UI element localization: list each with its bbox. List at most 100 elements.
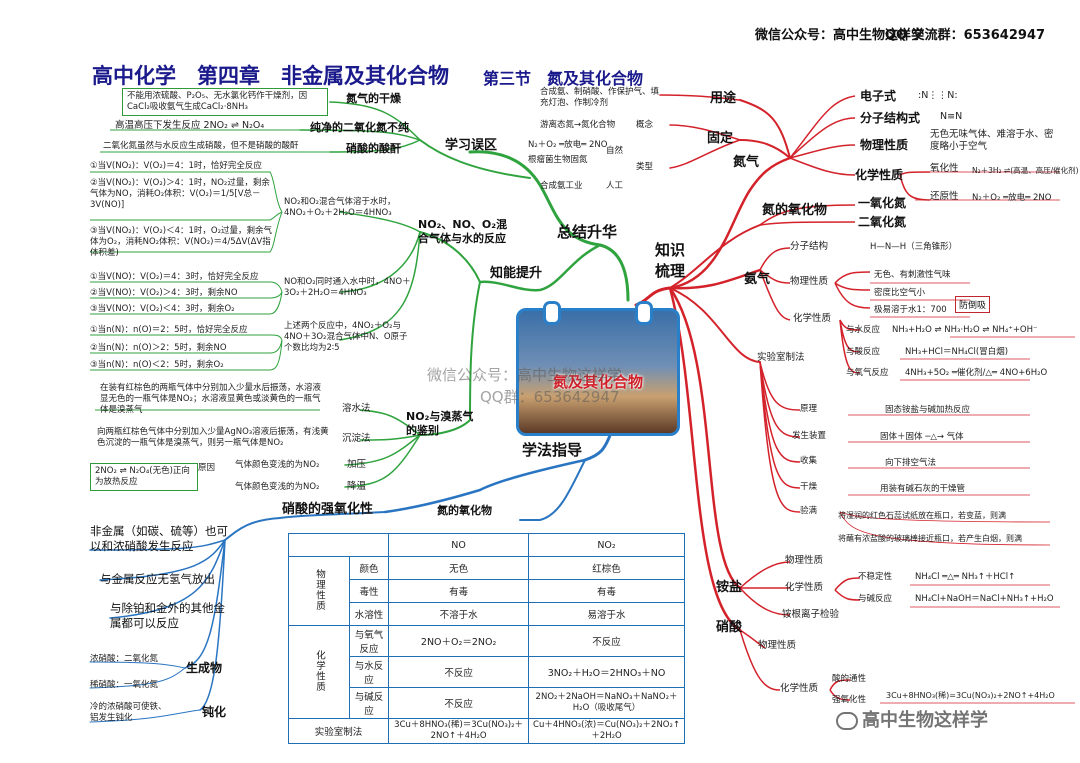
note-cooling: 气体颜色变浅的为NO₂	[235, 482, 320, 492]
group-physical: 物理性质	[314, 568, 325, 611]
node-nitrogen-gas: 氮气	[733, 155, 760, 170]
label-oxidizing: 氧化性	[930, 163, 959, 174]
table-row: 实验室制法 3Cu＋8HNO₃(稀)＝3Cu(NO₃)₂＋2NO↑＋4H₂O C…	[287, 718, 685, 744]
label-instability: 不稳定性	[858, 572, 893, 582]
item-c1: ①当n(N)：n(O)＝2：5时，恰好完全反应	[90, 325, 248, 335]
label-with-base: 与碱反应	[858, 594, 893, 604]
value-dry: 用装有碱石灰的干燥管	[880, 484, 966, 494]
col-head-no2: NO₂	[528, 533, 685, 557]
note-artificial: 合成氨工业	[540, 181, 583, 191]
page-title: 高中化学 第四章 非金属及其化合物	[92, 64, 449, 88]
lab-apparatus: 发生装置	[792, 431, 827, 441]
fact-no-hydrogen: 与金属反应无氢气放出	[100, 572, 215, 586]
row-key: 毒性	[348, 579, 390, 603]
node-mix-gas: NO₂、NO、O₂混合气体与水的反应	[418, 218, 508, 245]
row-key: 与氧气反应	[348, 625, 390, 657]
cell-no2: 3NO₂＋H₂O＝2HNO₃＋NO	[528, 656, 685, 688]
hub-summary: 总结升华	[557, 223, 618, 241]
product-dilute: 稀硝酸：一氧化氮	[90, 680, 159, 690]
label-type: 类型	[636, 162, 654, 172]
method-cooling: 降温	[347, 481, 367, 492]
center-label: 氮及其化合物	[552, 373, 643, 391]
item-a2: ②当V(NO₂)：V(O₂)＞4：1时，NO₂过量，剩余气体为NO，消耗O₂体积…	[90, 178, 270, 210]
value-strong-oxidizing: 3Cu+8HNO₃(稀)=3Cu(NO₃)₂+2NO↑+4H₂O	[886, 691, 1055, 700]
label-artificial: 人工	[606, 181, 624, 191]
cell-no: 3Cu＋8HNO₃(稀)＝3Cu(NO₃)₂＋2NO↑＋4H₂O	[388, 718, 530, 744]
method-precipitate: 沉淀法	[342, 433, 371, 444]
item-a1: ①当V(NO₂)：V(O₂)＝4：1时，恰好完全反应	[90, 161, 262, 171]
value-full-check-1: 将湿润的红色石蕊试纸放在瓶口，若变蓝，则满	[838, 511, 1006, 520]
lab-collect: 收集	[800, 456, 818, 466]
item-b3: ③当V(NO)：V(O₂)＜4：3时，剩余O₂	[90, 304, 235, 314]
oxide-comparison-table: NO NO₂ 物理性质 颜色 无色 红棕色 毒性 有毒 有毒 水溶性 不溶于水 …	[287, 533, 685, 744]
cell-no: 无色	[388, 556, 530, 580]
cell-no2: 有毒	[528, 579, 685, 603]
note-pressure: 气体颜色变浅的为NO₂	[235, 460, 320, 470]
product-concentrated: 浓硝酸：二氧化氮	[90, 654, 159, 664]
salt-ion-test: 铵根离子检验	[782, 609, 840, 620]
value-with-base: NH₄Cl+NaOH＝NaCl+NH₃↑+H₂O	[915, 594, 1054, 604]
note-natural-2: 根瘤菌生物固氮	[528, 155, 588, 165]
note-mix-b: NO和O₂同时通入水中时，4NO＋3O₂＋2H₂O＝4HNO₃	[284, 277, 411, 298]
node-electron-formula: 电子式	[860, 89, 897, 103]
table-row: 与碱反应 不反应 2NO₂＋2NaOH＝NaNO₃＋NaNO₂＋H₂O（吸收尾气…	[289, 687, 685, 719]
node-ammonia: 氨气	[744, 272, 771, 287]
wechat-icon	[836, 712, 858, 730]
node-nh3-structure: 分子结构	[790, 241, 829, 252]
row-key: 水溶性	[348, 602, 390, 626]
item-b1: ①当V(NO)：V(O₂)＝4：3时，恰好完全反应	[90, 272, 259, 282]
nh3-phys-2: 密度比空气小	[874, 288, 926, 298]
node-uses: 用途	[710, 91, 737, 106]
calendar-ring-right	[635, 301, 653, 325]
hub-knowledge-1: 知识	[655, 241, 686, 259]
hno3-physical: 物理性质	[758, 640, 797, 651]
lab-full-check: 验满	[800, 506, 818, 516]
note-reason: 2NO₂ ⇌ N₂O₄(无色)正向为放热反应	[90, 463, 198, 491]
node-nh3-chemical: 化学性质	[793, 313, 832, 324]
cell-no2: 2NO₂＋2NaOH＝NaNO₃＋NaNO₂＋H₂O（吸收尾气）	[528, 687, 685, 719]
cell-no: 不溶于水	[388, 602, 530, 626]
qq-group: QQ 交流群：653642947	[885, 28, 1046, 43]
note-mix-a: NO₂和O₂混合气体溶于水时，4NO₂＋O₂＋2H₂O＝4HNO₃	[284, 197, 396, 218]
label-reason: 原因	[198, 463, 216, 473]
hno3-strong-oxidizing: 强氧化性	[832, 695, 867, 705]
note-concept: 游离态氮→氮化合物	[540, 120, 616, 130]
node-nh3-physical: 物理性质	[790, 276, 829, 287]
note-precipitate: 向两瓶红棕色气体中分别加入少量AgNO₃溶液后振荡，有浅黄色沉淀的一瓶气体是溴蒸…	[97, 427, 329, 448]
row-key: 与水反应	[348, 656, 390, 688]
group-chemical: 化学性质	[314, 649, 325, 692]
note-uses: 合成氨、制硝酸、作保护气、填充灯泡、作制冷剂	[540, 87, 660, 108]
value-full-check-2: 将蘸有浓盐酸的玻璃棒接近瓶口，若产生白烟，则满	[838, 534, 1022, 543]
nh3-phys-1: 无色、有刺激性气味	[874, 270, 951, 280]
cell-no2: 红棕色	[528, 556, 685, 580]
footer-watermark-text: 高中生物这样学	[862, 710, 988, 731]
node-nitric-oxide: 一氧化氮	[858, 196, 907, 210]
row-key: 颜色	[348, 556, 390, 580]
watermark-wechat: 微信公众号：高中生物这样学	[427, 366, 623, 384]
node-fixation: 固定	[707, 131, 734, 146]
note-no2-impure: 高温高压下发生反应 2NO₂ ⇌ N₂O₄	[115, 120, 265, 131]
salt-physical: 物理性质	[785, 555, 824, 566]
node-n2-chemical: 化学性质	[855, 168, 904, 182]
node-passivation: 钝化	[202, 705, 227, 719]
node-identify: NO₂与溴蒸气的鉴别	[406, 410, 474, 437]
node-lab-prep: 实验室制法	[757, 352, 805, 363]
value-with-oxygen: 4NH₃+5O₂ ═催化剂/△═ 4NO+6H₂O	[905, 368, 1048, 378]
cell-no2: 不反应	[528, 625, 685, 657]
label-natural: 自然	[606, 146, 624, 156]
row-key: 与碱反应	[348, 687, 390, 719]
value-principle: 固态铵盐与碱加热反应	[885, 405, 971, 415]
label-with-acid: 与酸反应	[846, 347, 881, 357]
calendar-ring-left	[543, 301, 561, 325]
node-no2-impure: 纯净的二氧化氮不纯	[310, 121, 409, 134]
tag-anti-suckback: 防倒吸	[955, 296, 991, 313]
item-a3: ③当V(NO₂)：V(O₂)＜4：1时，O₂过量，剩余气体为O₂，消耗NO₂体积…	[90, 226, 272, 258]
cell-no: 不反应	[388, 656, 530, 688]
wechat-account: 微信公众号：高中生物这样学	[755, 28, 925, 43]
watermark-qq: QQ群：653642947	[480, 388, 620, 406]
item-c3: ③当n(N)：n(O)＜2：5时，剩余O₂	[90, 360, 224, 370]
method-dissolve: 溶水法	[342, 403, 371, 414]
fact-nonmetal: 非金属（如碳、硫等）也可以和浓硝酸发生反应	[90, 524, 228, 553]
lab-dry: 干燥	[800, 482, 818, 492]
